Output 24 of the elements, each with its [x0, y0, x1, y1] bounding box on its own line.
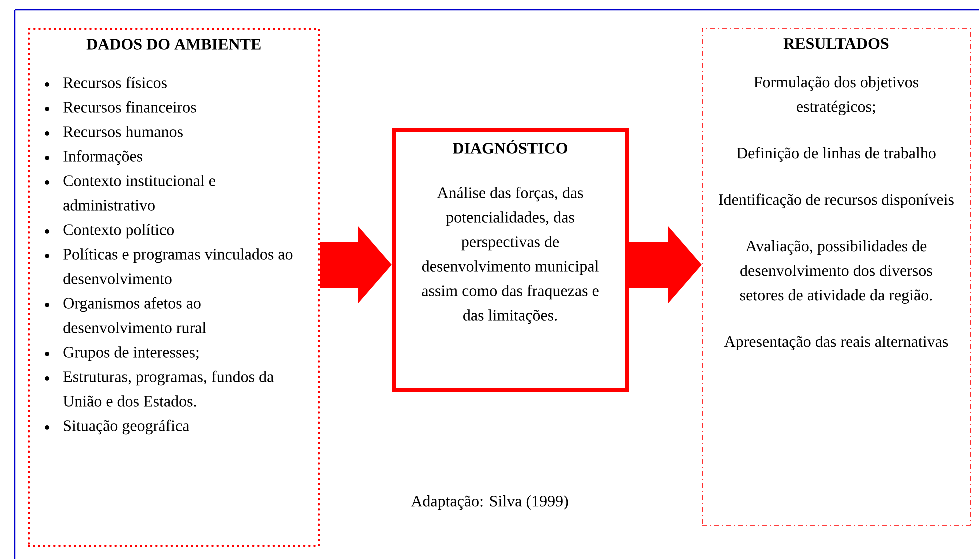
paragraph: Análise das forças, das potencialidades, das perspectivas de desenvolvimento municipal assim como das fraquezas e das limitações.	[422, 186, 599, 324]
bullet-item: Recursos humanos	[45, 126, 183, 138]
box-heading: RESULTADOS	[784, 38, 889, 50]
paragraph: Identificação de recursos disponíveis	[719, 194, 954, 208]
text-box	[392, 128, 629, 392]
text-box	[28, 28, 320, 548]
bullet-item: Grupos de interesses;	[45, 346, 199, 362]
paragraph: Formulação dos objetivos estratégicos;	[754, 76, 919, 116]
paragraph: Apresentação das reais alternativas	[724, 336, 948, 350]
source-note: Adaptação: Silva (1999)	[411, 496, 568, 510]
text-box	[702, 28, 971, 526]
bullet-item: Situação geográfica	[45, 420, 190, 435]
bullet-item: Contexto institucional e administrativo	[45, 175, 216, 211]
bullet-item: Recursos físicos	[45, 76, 167, 88]
bullet-item: Contexto político	[45, 224, 174, 239]
bullet-item: Estruturas, programas, fundos da União e dos Estados.	[45, 370, 274, 407]
paragraph: Avaliação, possibilidades de desenvolvimento dos diversos setores de atividade da região.	[740, 240, 932, 304]
bullet-item: Políticas e programas vinculados ao desenvolvimento	[45, 248, 293, 284]
bullet-item: Recursos financeiros	[45, 101, 196, 113]
box-heading: DIAGNÓSTICO	[453, 140, 568, 154]
paragraph: Definição de linhas de trabalho	[736, 147, 936, 162]
bullet-item: Informações	[45, 150, 142, 166]
bullet-item: Organismos afetos ao desenvolvimento rural	[45, 297, 206, 334]
box-heading: DADOS DO AMBIENTE	[86, 39, 261, 50]
